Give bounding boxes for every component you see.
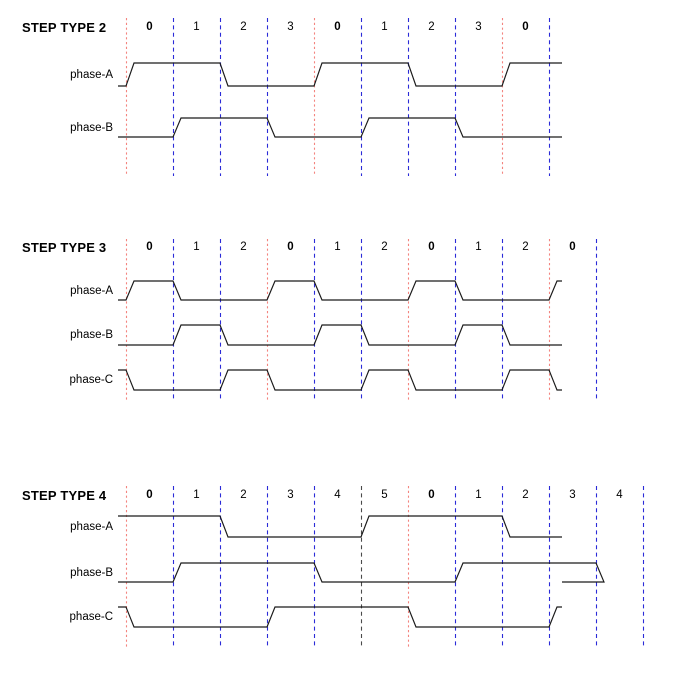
step-number: 0 xyxy=(569,241,576,253)
step-number: 5 xyxy=(381,489,388,501)
section-title-1: STEP TYPE 3 xyxy=(22,240,107,255)
step-number: 3 xyxy=(475,21,482,33)
step-number: 0 xyxy=(146,21,153,33)
step-number: 1 xyxy=(334,241,341,253)
step-number: 1 xyxy=(193,241,200,253)
section-title-0: STEP TYPE 2 xyxy=(22,20,107,35)
phase-label: phase-A xyxy=(70,284,113,297)
step-number: 1 xyxy=(381,21,388,33)
step-number: 0 xyxy=(287,241,294,253)
waveform-phase-A xyxy=(118,62,562,87)
waveform-phase-B xyxy=(118,117,562,138)
waveform-phase-A xyxy=(118,280,562,301)
step-number: 2 xyxy=(428,21,435,33)
phase-label: phase-B xyxy=(70,566,113,579)
waveform-phase-B xyxy=(118,324,562,346)
step-number: 4 xyxy=(616,489,623,501)
phase-label: phase-B xyxy=(70,121,113,134)
step-number: 3 xyxy=(569,489,576,501)
waveform-phase-B xyxy=(118,562,605,583)
phase-label: phase-B xyxy=(70,329,113,341)
step-number: 4 xyxy=(334,489,341,501)
phase-label: phase-C xyxy=(69,374,113,386)
step-number: 3 xyxy=(287,489,294,501)
phase-label: phase-A xyxy=(70,520,113,533)
waveform-phase-C xyxy=(118,369,562,391)
step-number: 2 xyxy=(240,241,247,253)
step-number: 0 xyxy=(428,241,435,253)
step-number: 1 xyxy=(193,489,200,501)
step-number: 0 xyxy=(428,489,435,501)
step-number: 0 xyxy=(146,241,153,253)
step-number: 0 xyxy=(334,21,341,33)
step-number: 1 xyxy=(475,489,482,501)
step-number: 1 xyxy=(475,241,482,253)
step-number: 1 xyxy=(193,21,200,33)
step-number: 0 xyxy=(522,21,529,33)
step-number: 2 xyxy=(522,489,529,501)
phase-label: phase-A xyxy=(70,68,113,81)
waveform-phase-C xyxy=(118,606,562,628)
phase-label: phase-C xyxy=(69,611,113,623)
waveform-phase-A xyxy=(118,515,562,538)
step-number: 2 xyxy=(522,241,529,253)
step-number: 2 xyxy=(240,21,247,33)
section-title-2: STEP TYPE 4 xyxy=(22,488,107,503)
step-number: 0 xyxy=(146,489,153,501)
step-number: 2 xyxy=(381,241,388,253)
step-number: 3 xyxy=(287,21,294,33)
step-number: 2 xyxy=(240,489,247,501)
